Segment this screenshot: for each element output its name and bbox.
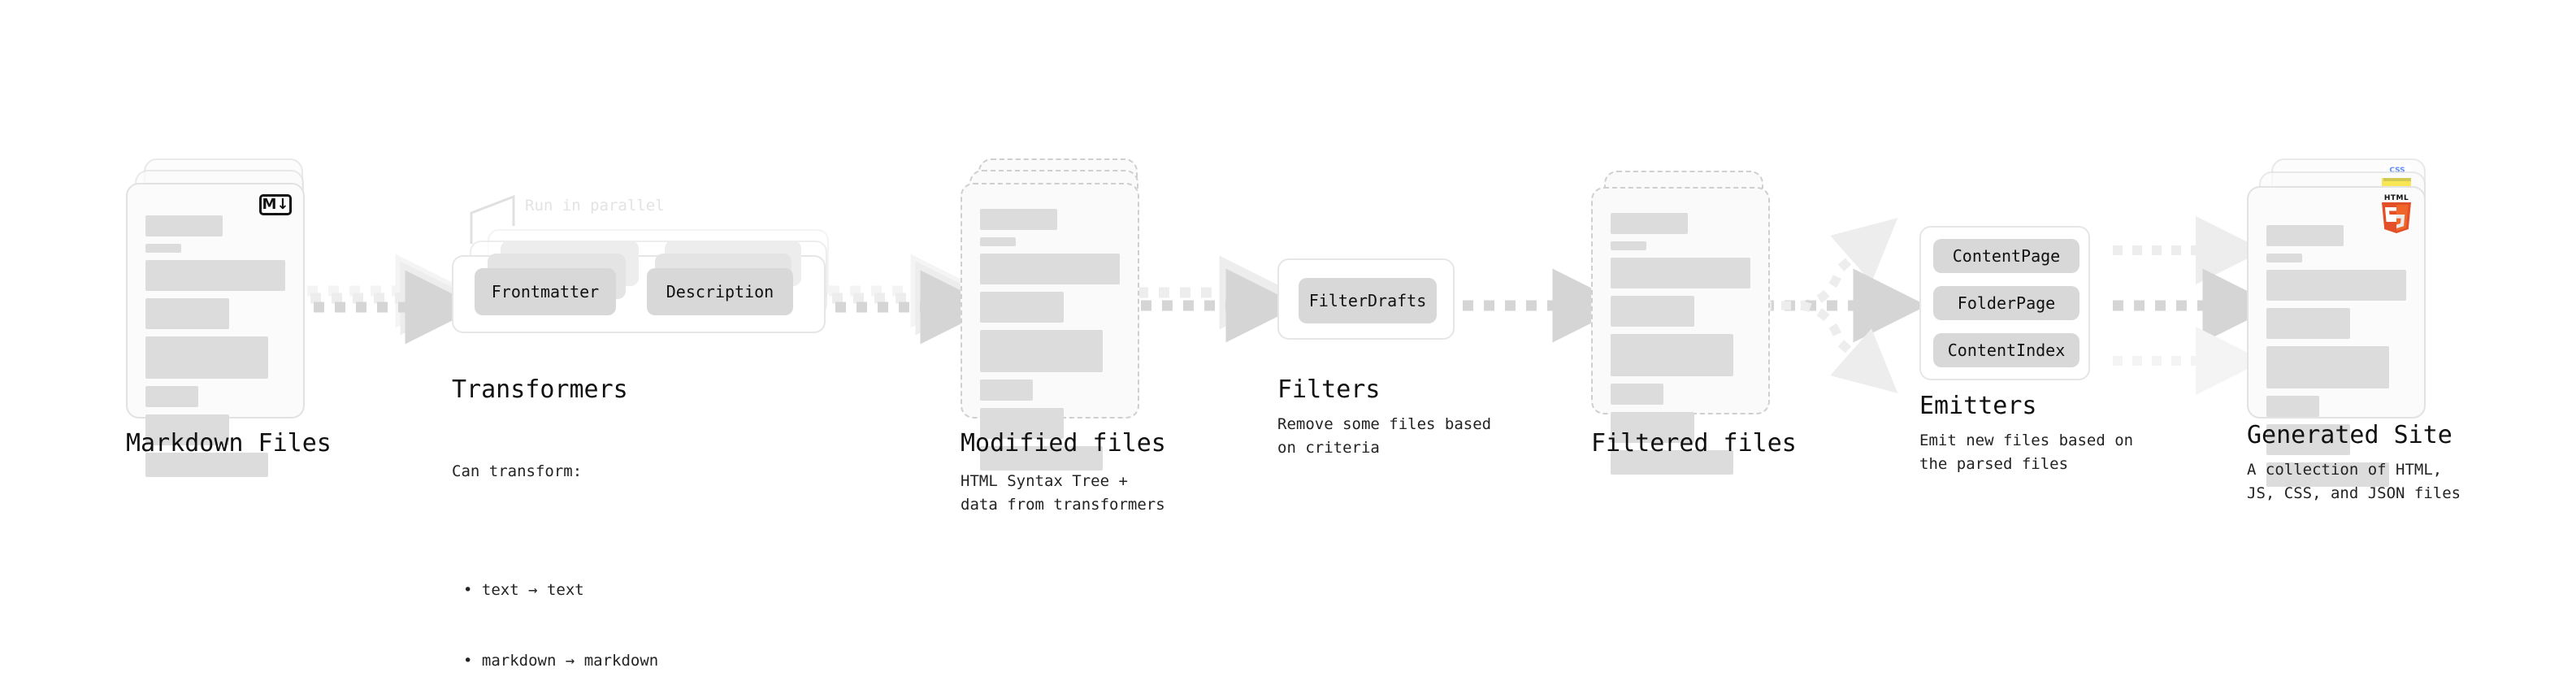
skeleton-bar <box>2266 396 2320 417</box>
skeleton-bar <box>145 260 285 291</box>
skeleton-bar <box>145 215 223 236</box>
skeleton-bar <box>2266 254 2302 262</box>
markdown-card-front[interactable]: M↓ <box>126 183 305 477</box>
modified-files-description: HTML Syntax Tree + data from transformer… <box>961 472 1165 514</box>
generated-card-front[interactable]: HTML <box>2247 186 2426 487</box>
stage-modified-files <box>961 158 1147 471</box>
transformers-subtitle: Can transform: <box>452 462 583 480</box>
markdown-card-skeleton <box>145 215 285 484</box>
skeleton-bar <box>2266 462 2390 487</box>
skeleton-bar <box>145 453 269 477</box>
skeleton-bar <box>145 244 181 253</box>
skeleton-bar <box>1611 296 1695 327</box>
stage-title-generated-site: Generated Site <box>2247 421 2452 449</box>
filters-description: Remove some files based on criteria <box>1277 415 1492 457</box>
skeleton-bar <box>145 414 230 445</box>
stage-emitters: ContentPage FolderPage ContentIndex <box>1919 226 2090 380</box>
modified-card-front[interactable] <box>961 183 1139 471</box>
skeleton-bar <box>980 380 1034 401</box>
skeleton-bar <box>980 330 1104 372</box>
filter-node-filterdrafts[interactable]: FilterDrafts <box>1299 278 1437 323</box>
emitter-node-contentindex[interactable]: ContentIndex <box>1933 333 2079 367</box>
skeleton-bar <box>145 386 199 407</box>
emitters-description: Emit new files based on the parsed files <box>1919 432 2134 473</box>
stage-title-markdown-files: Markdown Files <box>126 429 332 458</box>
transformer-node-frontmatter[interactable]: Frontmatter <box>475 268 616 315</box>
skeleton-bar <box>1611 213 1688 234</box>
generated-site-description: A collection of HTML, JS, CSS, and JSON … <box>2247 461 2461 502</box>
html5-shield <box>2382 202 2411 233</box>
emitter-node-folderpage[interactable]: FolderPage <box>1933 286 2079 320</box>
generated-card-skeleton <box>2266 225 2406 494</box>
transformers-bullet-text: • text → text <box>463 581 584 600</box>
transformers-bullet-list: • text → text • markdown → markdown • ht… <box>452 531 658 681</box>
skeleton-bar <box>980 446 1104 471</box>
stage-title-emitters: Emitters <box>1919 392 2037 420</box>
skeleton-bar <box>980 292 1065 323</box>
skeleton-bar <box>2266 270 2406 301</box>
skeleton-bar <box>1611 241 1646 250</box>
html5-icon: HTML <box>2379 194 2414 233</box>
modified-card-stack <box>961 158 1147 471</box>
stage-title-transformers: Transformers <box>452 375 628 404</box>
generated-site-card-stack: CSS JS HTML <box>2247 158 2434 487</box>
skeleton-bar <box>1611 450 1734 475</box>
skeleton-bar <box>2266 346 2390 388</box>
skeleton-bar <box>2266 424 2351 455</box>
arrow-transformers-to-modified <box>829 254 995 345</box>
stage-filtered-files <box>1591 171 1778 475</box>
stage-title-filters: Filters <box>1277 375 1381 404</box>
skeleton-bar <box>2266 308 2351 339</box>
stage-title-modified-files: Modified files <box>961 429 1166 458</box>
filtered-card-front[interactable] <box>1591 187 1770 475</box>
filtered-card-stack <box>1591 171 1778 475</box>
arrow-markdown-to-transformers <box>307 254 479 345</box>
transformers-description: Can transform: • text → text • markdown … <box>452 413 658 681</box>
skeleton-bar <box>980 209 1057 230</box>
skeleton-bar <box>980 408 1065 439</box>
transformer-node-description[interactable]: Description <box>647 268 793 315</box>
emitters-group-box[interactable]: ContentPage FolderPage ContentIndex <box>1919 226 2090 380</box>
skeleton-bar <box>2266 225 2344 246</box>
stage-transformers: Frontmatter Description <box>452 229 834 335</box>
skeleton-bar <box>1611 258 1750 288</box>
stage-markdown-files: M↓ <box>126 158 313 477</box>
arrow-emitters-to-site <box>2113 216 2277 395</box>
html5-icon-label: HTML <box>2383 194 2409 202</box>
stage-generated-site: CSS JS HTML <box>2247 158 2434 487</box>
markdown-icon: M↓ <box>259 194 292 215</box>
stage-title-filtered-files: Filtered files <box>1591 429 1797 458</box>
skeleton-bar <box>980 237 1016 246</box>
emitter-node-contentpage[interactable]: ContentPage <box>1933 239 2079 273</box>
transformers-bullet-markdown: • markdown → markdown <box>463 651 659 670</box>
filters-group-box[interactable]: FilterDrafts <box>1277 258 1455 340</box>
filtered-card-skeleton <box>1611 213 1750 482</box>
run-in-parallel-annotation: Run in parallel <box>525 197 665 215</box>
modified-card-skeleton <box>980 209 1120 478</box>
skeleton-bar <box>145 336 269 379</box>
skeleton-bar <box>980 254 1120 284</box>
skeleton-bar <box>145 298 230 329</box>
stage-filters: FilterDrafts <box>1277 258 1455 340</box>
skeleton-bar <box>1611 334 1734 376</box>
markdown-card-stack: M↓ <box>126 158 313 477</box>
skeleton-bar <box>1611 412 1695 443</box>
arrow-modified-to-filters <box>1138 255 1300 343</box>
skeleton-bar <box>1611 384 1664 405</box>
